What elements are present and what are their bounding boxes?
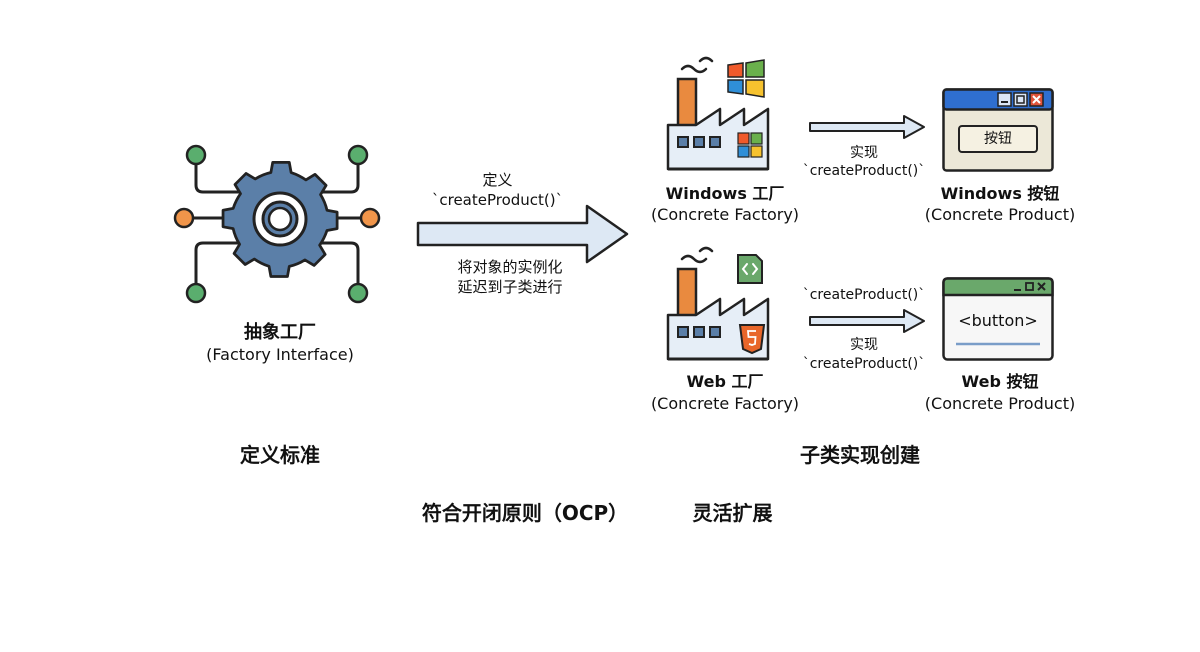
windows-dialog-button-text: 按钮 <box>984 131 1012 147</box>
windows-dialog-icon: 按钮 <box>942 88 1054 172</box>
caption-define-standard: 定义标准 <box>240 443 320 467</box>
web-product-title: Web 按钮 <box>961 372 1039 391</box>
caption-subclass-create: 子类实现创建 <box>800 443 920 467</box>
web-factory-subtitle: (Concrete Factory) <box>650 394 800 413</box>
windows-arrow-label-line1: 实现 <box>850 145 878 161</box>
windows-factory-subtitle: (Concrete Factory) <box>650 205 800 224</box>
web-button-text: <button> <box>958 311 1038 330</box>
factory-windows-icon <box>666 56 770 171</box>
caption-ocp: 符合开闭原则（OCP） <box>421 501 629 525</box>
abstract-factory-title: 抽象工厂 <box>244 322 316 343</box>
windows-arrow <box>809 115 925 139</box>
gear-circuit-icon <box>173 144 381 304</box>
web-arrow-label-line2: `createProduct()` <box>802 356 926 372</box>
web-product-subtitle: (Concrete Product) <box>924 394 1076 413</box>
main-arrow-label-line1: 定义 <box>482 171 513 189</box>
caption-flexible-extension: 灵活扩展 <box>692 501 773 525</box>
windows-arrow-label-line2: `createProduct()` <box>802 163 926 179</box>
web-factory-title: Web 工厂 <box>686 372 764 391</box>
main-arrow-label-line4: 延迟到子类进行 <box>457 278 563 296</box>
web-arrow <box>809 309 925 333</box>
web-arrow-label-top: `createProduct()` <box>802 287 926 303</box>
web-window-icon: <button> <box>942 277 1054 361</box>
windows-factory-title: Windows 工厂 <box>665 184 785 203</box>
factory-web-icon <box>666 246 770 361</box>
windows-product-title: Windows 按钮 <box>940 184 1060 203</box>
main-arrow <box>416 204 629 264</box>
main-arrow-label-line3: 将对象的实例化 <box>457 258 563 276</box>
web-arrow-label-line1: 实现 <box>850 337 878 353</box>
main-arrow-label-line2: `createProduct()` <box>431 191 564 209</box>
windows-product-subtitle: (Concrete Product) <box>924 205 1076 224</box>
abstract-factory-subtitle: (Factory Interface) <box>206 345 354 364</box>
